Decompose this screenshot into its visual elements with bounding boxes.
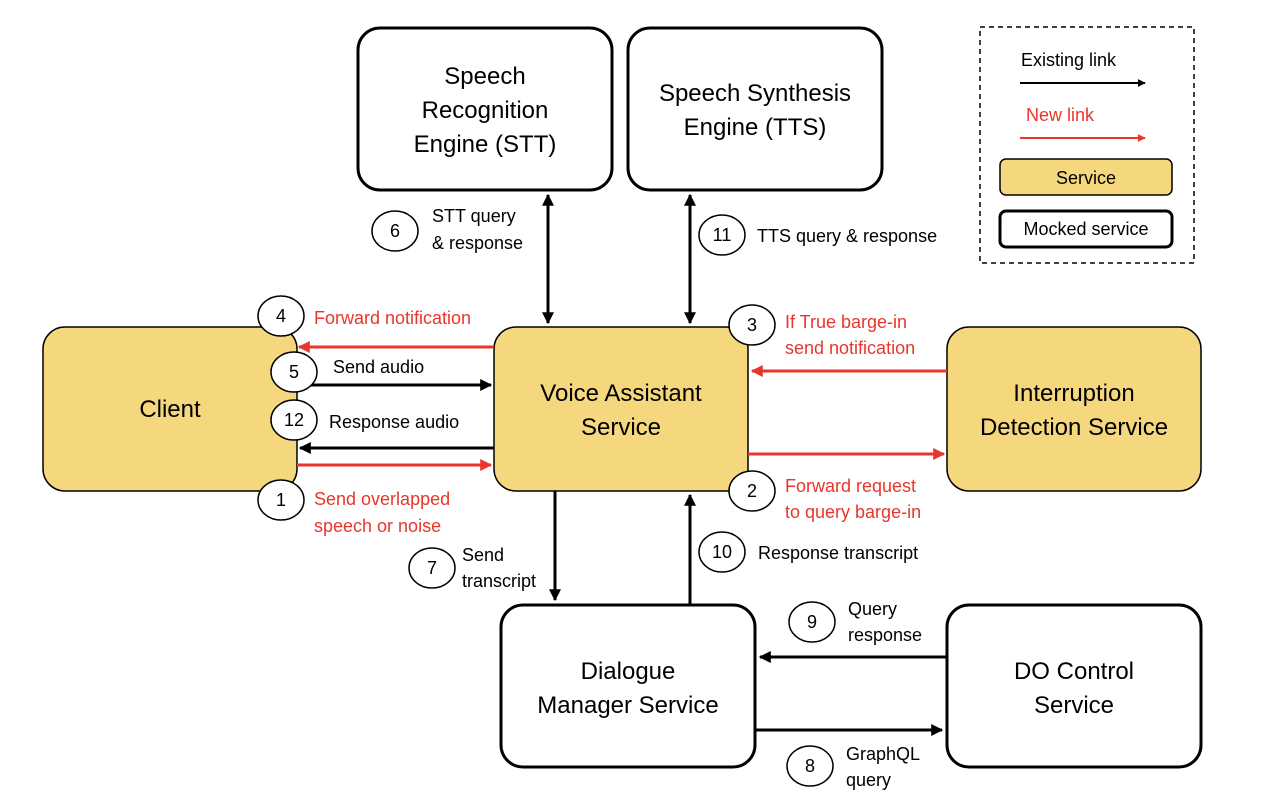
step-6-label-2: & response (432, 233, 523, 253)
step-7: 7 Send transcript (408, 545, 536, 591)
step-11-number: 11 (713, 225, 732, 245)
step-2-number: 2 (747, 481, 757, 501)
step-6-number: 6 (390, 221, 400, 241)
node-stt-label-2: Recognition (422, 97, 549, 124)
node-dialogue-label-2: Manager Service (537, 692, 718, 719)
step-9-label-2: response (848, 625, 922, 645)
node-voice-assistant: Voice Assistant Service (493, 326, 749, 492)
node-docontrol-label-2: Service (1034, 692, 1114, 719)
node-vas-label-1: Voice Assistant (540, 380, 702, 407)
step-1: 1 Send overlapped speech or noise (257, 479, 450, 536)
node-stt-label-1: Speech (444, 63, 525, 90)
node-interrupt-label-2: Detection Service (980, 414, 1168, 441)
step-8-label-2: query (846, 770, 891, 790)
step-4-number: 4 (276, 306, 286, 326)
legend-mocked-label: Mocked service (1023, 219, 1148, 239)
legend-service-label: Service (1056, 168, 1116, 188)
step-10: 10 Response transcript (698, 531, 918, 573)
step-5-number: 5 (289, 362, 299, 382)
node-interruption-detection: Interruption Detection Service (946, 326, 1202, 492)
node-docontrol-label-1: DO Control (1014, 658, 1134, 685)
step-1-label-1: Send overlapped (314, 489, 450, 509)
step-11: 11 TTS query & response (698, 214, 937, 256)
step-4-label: Forward notification (314, 308, 471, 328)
node-tts-label-1: Speech Synthesis (659, 80, 851, 107)
node-stt: Speech Recognition Engine (STT) (356, 26, 614, 192)
step-12-label: Response audio (329, 412, 459, 432)
node-interrupt-label-1: Interruption (1013, 380, 1134, 407)
node-stt-label-3: Engine (STT) (414, 131, 557, 158)
step-10-number: 10 (712, 542, 732, 562)
step-1-label-2: speech or noise (314, 516, 441, 536)
step-12-number: 12 (284, 410, 304, 430)
step-3-label-2: send notification (785, 338, 915, 358)
step-8-label-1: GraphQL (846, 744, 920, 764)
step-10-label: Response transcript (758, 543, 918, 563)
step-7-number: 7 (427, 558, 437, 578)
step-2-label-2: to query barge-in (785, 502, 921, 522)
step-3-label-1: If True barge-in (785, 312, 907, 332)
legend-service-swatch (999, 158, 1173, 196)
node-tts: Speech Synthesis Engine (TTS) (626, 26, 884, 192)
step-3: 3 If True barge-in send notification (728, 304, 915, 358)
legend-mocked-swatch (998, 209, 1174, 249)
legend-new-link-label: New link (1026, 105, 1095, 125)
step-3-number: 3 (747, 315, 757, 335)
step-9-label-1: Query (848, 599, 897, 619)
node-vas-label-2: Service (581, 414, 661, 441)
node-client: Client (42, 326, 298, 492)
step-1-number: 1 (276, 490, 286, 510)
step-7-label-2: transcript (462, 571, 536, 591)
step-5-label: Send audio (333, 357, 424, 377)
node-dialogue-manager: Dialogue Manager Service (499, 603, 757, 769)
step-6-label-1: STT query (432, 206, 516, 226)
step-9-number: 9 (807, 612, 817, 632)
step-2-label-1: Forward request (785, 476, 916, 496)
legend: Existing link New link Service Mocked se… (979, 26, 1195, 264)
step-12: 12 Response audio (270, 399, 459, 441)
step-2: 2 Forward request to query barge-in (728, 470, 921, 522)
step-11-label: TTS query & response (757, 226, 937, 246)
legend-existing-link-label: Existing link (1021, 50, 1117, 70)
node-dialogue-label-1: Dialogue (581, 658, 676, 685)
step-8: 8 GraphQL query (786, 744, 920, 790)
step-7-label-1: Send (462, 545, 504, 565)
step-6: 6 STT query & response (371, 206, 523, 253)
step-5: 5 Send audio (270, 351, 424, 393)
node-tts-label-2: Engine (TTS) (684, 114, 827, 141)
step-9: 9 Query response (788, 599, 922, 645)
node-client-label: Client (139, 396, 201, 423)
step-8-number: 8 (805, 756, 815, 776)
node-do-control: DO Control Service (945, 603, 1203, 769)
step-4: 4 Forward notification (257, 295, 471, 337)
